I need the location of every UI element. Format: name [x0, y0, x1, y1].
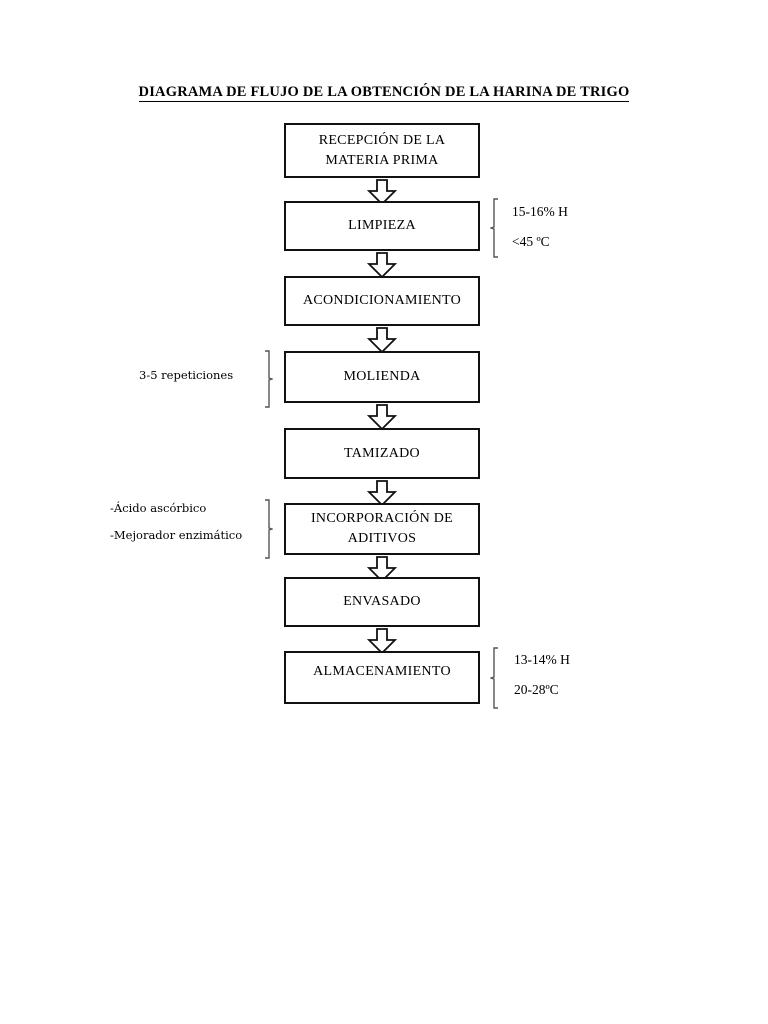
annotation-molienda: 3-5 repeticiones [139, 367, 233, 383]
page-title-text: DIAGRAMA DE FLUJO DE LA OBTENCIÓN DE LA … [138, 84, 630, 102]
flow-node-recepcion[interactable]: RECEPCIÓN DE LA MATERIA PRIMA [284, 123, 480, 178]
flow-node-envasado[interactable]: ENVASADO [284, 577, 480, 627]
flow-node-tamizado-label: TAMIZADO [344, 444, 420, 464]
flow-node-limpieza-line1: LIMPIEZA [348, 218, 416, 233]
flow-node-limpieza[interactable]: LIMPIEZA [284, 201, 480, 251]
flow-node-almacenamiento-label: ALMACENAMIENTO [313, 662, 451, 682]
flow-node-acondicionamiento[interactable]: ACONDICIONAMIENTO [284, 276, 480, 326]
flow-node-aditivos-label: INCORPORACIÓN DE ADITIVOS [311, 509, 453, 549]
flow-node-tamizado[interactable]: TAMIZADO [284, 428, 480, 479]
flow-node-almacenamiento[interactable]: ALMACENAMIENTO [284, 651, 480, 704]
flow-arrow-down-6 [367, 556, 397, 582]
flow-arrow-down-3 [367, 327, 397, 353]
annotation-limpieza-line1: 15-16% H [512, 204, 568, 219]
flow-arrow-down-1 [367, 179, 397, 205]
flow-node-aditivos-line1: INCORPORACIÓN DE [310, 511, 454, 526]
flow-node-envasado-label: ENVASADO [343, 592, 421, 612]
annotation-limpieza: 15-16% H <45 ºC [512, 203, 568, 250]
annotation-almacenamiento: 13-14% H 20-28ºC [514, 651, 570, 698]
page-title: DIAGRAMA DE FLUJO DE LA OBTENCIÓN DE LA … [0, 84, 768, 102]
flow-node-almacenamiento-line1: ALMACENAMIENTO [313, 664, 451, 679]
flow-node-aditivos-line2: ADITIVOS [347, 531, 417, 546]
flow-node-recepcion-label: RECEPCIÓN DE LA MATERIA PRIMA [319, 131, 446, 171]
flow-node-recepcion-line1: RECEPCIÓN DE LA [318, 132, 446, 148]
flow-node-acondicionamiento-label: ACONDICIONAMIENTO [303, 291, 461, 311]
flow-arrow-down-5 [367, 480, 397, 506]
flow-node-acondicionamiento-line1: ACONDICIONAMIENTO [302, 293, 462, 308]
flow-node-envasado-line1: ENVASADO [343, 594, 421, 609]
flow-node-molienda[interactable]: MOLIENDA [284, 351, 480, 403]
annotation-almacenamiento-line1: 13-14% H [514, 652, 570, 667]
annotation-molienda-line1: 3-5 repeticiones [139, 368, 234, 382]
flow-node-recepcion-line2: MATERIA PRIMA [325, 152, 439, 168]
bracket-almacenamiento [490, 647, 501, 709]
annotation-aditivos: -Ácido ascórbico -Mejorador enzimático [110, 500, 242, 543]
flow-node-molienda-label: MOLIENDA [343, 367, 420, 387]
annotation-aditivos-line2: -Mejorador enzimático [110, 528, 243, 542]
annotation-limpieza-line2: <45 ºC [512, 234, 550, 249]
flow-node-tamizado-line1: TAMIZADO [344, 445, 420, 461]
bracket-molienda [262, 350, 273, 408]
bracket-aditivos [262, 499, 273, 559]
flow-arrow-down-2 [367, 252, 397, 278]
flow-arrow-down-4 [367, 404, 397, 430]
flow-arrow-down-7 [367, 628, 397, 654]
flow-node-limpieza-label: LIMPIEZA [348, 216, 416, 236]
flow-node-molienda-line1: MOLIENDA [343, 369, 421, 384]
annotation-almacenamiento-line2: 20-28ºC [514, 682, 559, 697]
flow-node-aditivos[interactable]: INCORPORACIÓN DE ADITIVOS [284, 503, 480, 555]
bracket-limpieza [490, 198, 501, 258]
annotation-aditivos-line1: -Ácido ascórbico [110, 501, 207, 515]
